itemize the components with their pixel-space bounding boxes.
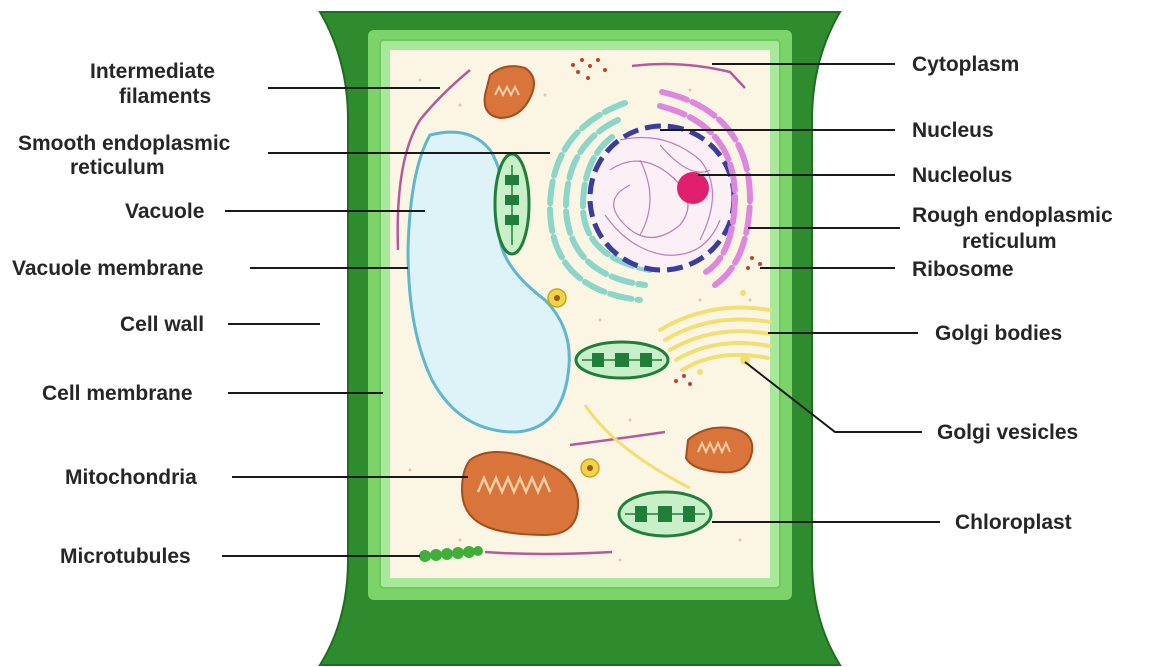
golgi-vesicle-2 — [697, 369, 703, 375]
nucleolus — [677, 172, 709, 204]
label-mitochondria: Mitochondria — [65, 466, 197, 489]
label-golgi-bodies: Golgi bodies — [935, 322, 1062, 345]
label-rough-er-line1: Rough endoplasmic — [912, 204, 1113, 227]
label-chloroplast: Chloroplast — [955, 511, 1072, 534]
mitochondrion-right — [686, 428, 752, 473]
vesicle-2-core — [587, 465, 593, 471]
label-microtubules: Microtubules — [60, 545, 191, 568]
label-vacuole: Vacuole — [125, 200, 204, 223]
chloroplast-middle — [576, 342, 668, 378]
label-ribosome: Ribosome — [912, 258, 1014, 281]
chloroplast-vertical — [495, 154, 529, 254]
golgi-vesicle-3 — [740, 290, 746, 296]
label-golgi-vesicles: Golgi vesicles — [937, 421, 1078, 444]
label-intermediate-filaments-line1: Intermediate — [90, 60, 215, 83]
label-rough-er-line2: reticulum — [962, 230, 1057, 253]
vesicle-core — [554, 295, 560, 301]
label-vacuole-membrane: Vacuole membrane — [12, 257, 203, 280]
label-cell-membrane: Cell membrane — [42, 382, 193, 405]
label-smooth-er-line2: reticulum — [70, 156, 165, 179]
label-nucleolus: Nucleolus — [912, 164, 1012, 187]
label-smooth-er-line1: Smooth endoplasmic — [18, 132, 231, 155]
label-intermediate-filaments-line2: filaments — [119, 85, 211, 108]
label-cytoplasm: Cytoplasm — [912, 53, 1019, 76]
label-cell-wall: Cell wall — [120, 313, 204, 336]
label-nucleus: Nucleus — [912, 119, 994, 142]
chloroplast-lower — [619, 492, 711, 536]
